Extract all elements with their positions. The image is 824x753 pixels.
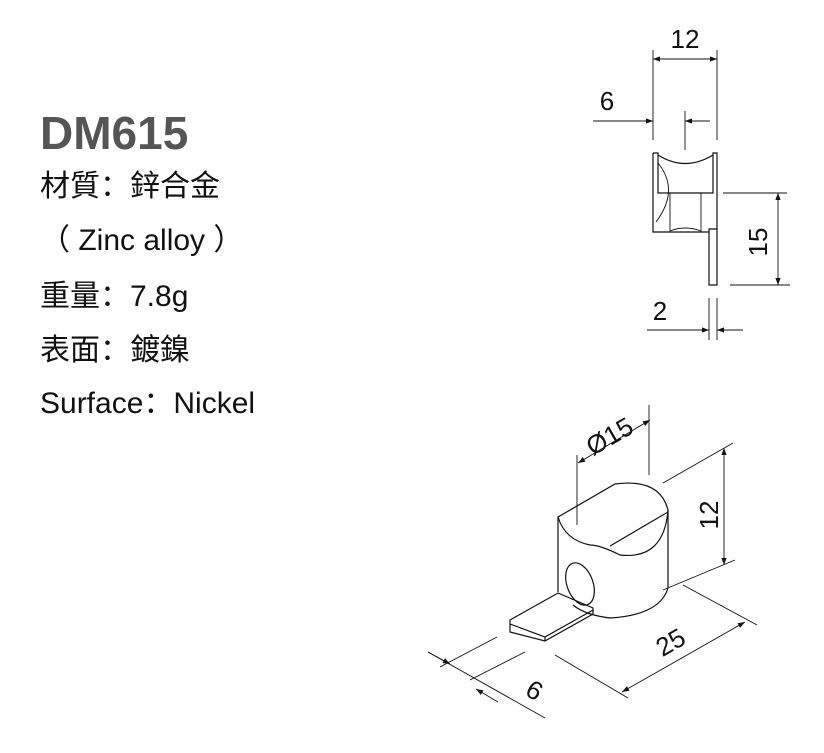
dim-width: 12 xyxy=(671,24,700,54)
model-number: DM615 xyxy=(40,107,189,159)
dim-diameter: Ø15 xyxy=(581,411,639,462)
dim-tab-width: 6 xyxy=(521,674,549,707)
side-view: 12 6 15 2 xyxy=(593,24,790,340)
spec-material-en: （ Zinc alloy ） xyxy=(40,224,244,257)
dim-tab: 2 xyxy=(653,296,667,326)
iso-view: Ø15 12 25 6 xyxy=(427,405,758,719)
spec-surface-en: Surface：Nickel xyxy=(40,387,256,420)
dim-height: 15 xyxy=(743,228,773,257)
dim-offset: 6 xyxy=(600,86,614,116)
spec-surface: 表面：鍍鎳 xyxy=(40,334,190,367)
spec-material: 材質：鋅合金 xyxy=(40,170,220,203)
dim-iso-height: 12 xyxy=(694,501,724,530)
spec-weight: 重量：7.8g xyxy=(40,280,189,313)
